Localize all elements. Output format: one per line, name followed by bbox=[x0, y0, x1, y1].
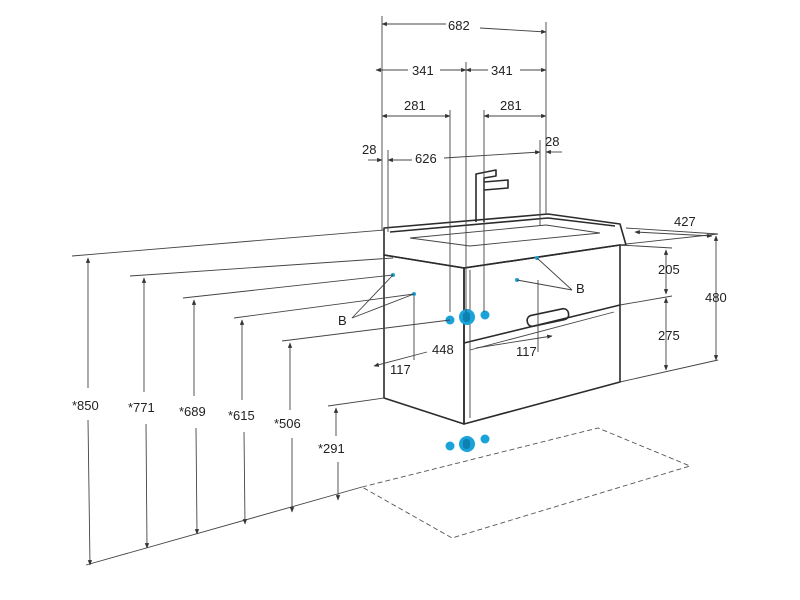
label-b-right: B bbox=[576, 281, 585, 296]
dim-117-right: 117 bbox=[516, 344, 537, 359]
height-dimensions: *850 *771 *689 *615 *506 *291 bbox=[71, 229, 451, 566]
leader-b-left-2 bbox=[351, 293, 415, 319]
dim-341-left: 341 bbox=[412, 63, 434, 78]
leader-b-right-1 bbox=[516, 279, 573, 291]
water-connection-right bbox=[480, 310, 490, 320]
dim-275: 275 bbox=[658, 328, 680, 343]
dim-28-right: 28 bbox=[545, 134, 559, 149]
dim-682-right bbox=[479, 27, 547, 34]
drawer-edge bbox=[469, 311, 615, 351]
ext-bottom bbox=[619, 359, 719, 383]
connection-dimensions: 448 117 117 bbox=[373, 280, 553, 377]
dim-771-b bbox=[144, 423, 150, 549]
dim-448: 448 bbox=[432, 342, 454, 357]
drain-inner bbox=[463, 312, 470, 322]
dim-682: 682 bbox=[448, 18, 470, 33]
ext-850 bbox=[71, 229, 385, 257]
dim-28-left: 28 bbox=[362, 142, 376, 157]
cabinet-side-face bbox=[463, 244, 621, 425]
dim-626: 626 bbox=[415, 151, 437, 166]
dim-850-b bbox=[87, 419, 93, 566]
floor-drain-inner bbox=[463, 439, 470, 449]
dim-341-right: 341 bbox=[491, 63, 513, 78]
ext-771 bbox=[129, 257, 394, 277]
cabinet bbox=[383, 244, 621, 425]
floor-line bbox=[85, 486, 363, 566]
dim-448-a bbox=[373, 351, 428, 367]
dim-615-b bbox=[242, 431, 248, 525]
washbasin-rim bbox=[389, 217, 616, 233]
washbasin bbox=[383, 169, 627, 269]
top-dimensions: 682 341 341 281 281 28 626 28 bbox=[362, 16, 562, 312]
dim-427-line bbox=[634, 230, 713, 238]
dim-281-left: 281 bbox=[404, 98, 426, 113]
cabinet-front-face bbox=[383, 254, 465, 425]
floor-water-right bbox=[480, 434, 490, 444]
dim-771: *771 bbox=[128, 400, 155, 415]
dim-427: 427 bbox=[674, 214, 696, 229]
dim-281-right: 281 bbox=[500, 98, 522, 113]
ext-506 bbox=[281, 319, 451, 342]
floor-outline bbox=[360, 427, 692, 539]
ext-689 bbox=[182, 274, 394, 299]
ext-291 bbox=[327, 397, 385, 407]
faucet bbox=[475, 169, 497, 222]
leader-b-left-1 bbox=[351, 274, 394, 319]
dim-448-b bbox=[475, 334, 553, 349]
dim-850: *850 bbox=[72, 398, 99, 413]
dim-689: *689 bbox=[179, 404, 206, 419]
ext-427-a bbox=[625, 227, 719, 235]
faucet-spout bbox=[483, 179, 509, 191]
dim-506: *506 bbox=[274, 416, 301, 431]
dim-480: 480 bbox=[705, 290, 727, 305]
ext-615 bbox=[233, 293, 415, 319]
ext-205-bottom bbox=[619, 295, 673, 306]
dim-626-b bbox=[443, 150, 541, 159]
dim-117-left: 117 bbox=[390, 362, 411, 377]
dim-205: 205 bbox=[658, 262, 680, 277]
dim-689-b bbox=[194, 427, 200, 535]
floor-water-left bbox=[445, 441, 455, 451]
dim-615: *615 bbox=[228, 408, 255, 423]
wall-connections bbox=[445, 309, 490, 325]
right-dimensions: 427 205 275 480 bbox=[619, 214, 727, 383]
floor-connections bbox=[445, 434, 490, 452]
drawer-handle bbox=[526, 307, 570, 328]
ext-205-top bbox=[619, 244, 673, 249]
label-b-left: B bbox=[338, 313, 347, 328]
dim-291: *291 bbox=[318, 441, 345, 456]
leader-b-right-2 bbox=[536, 257, 573, 291]
